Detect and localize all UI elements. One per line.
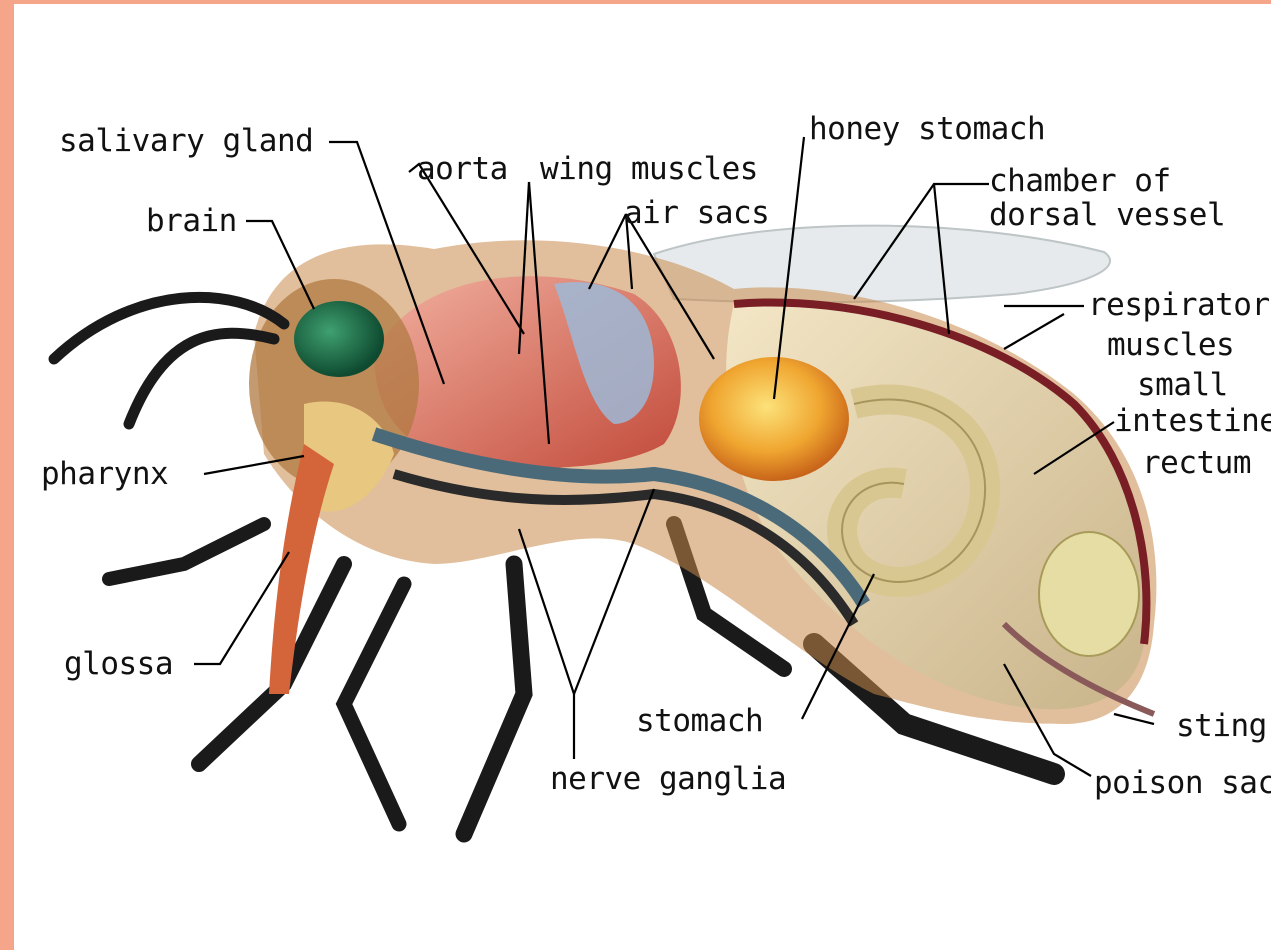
label-brain: brain <box>146 204 237 238</box>
label-salivary-gland: salivary gland <box>59 124 313 158</box>
antennae <box>54 297 284 424</box>
label-honey-stomach: honey stomach <box>809 112 1045 146</box>
label-muscles: muscles <box>1107 328 1234 362</box>
label-stomach: stomach <box>636 704 763 738</box>
label-dorsal-vessel: dorsal vessel <box>989 198 1225 232</box>
label-rectum: rectum <box>1142 446 1251 480</box>
rectum-organ <box>1039 532 1139 656</box>
label-pharynx: pharynx <box>41 457 168 491</box>
label-wing-muscles: wing muscles <box>540 152 758 186</box>
label-nerve-ganglia: nerve ganglia <box>550 762 786 796</box>
label-aorta: aorta <box>417 152 508 186</box>
label-poison-sac: poison sac <box>1094 766 1271 800</box>
label-chamber-of: chamber of <box>989 164 1171 198</box>
honey-stomach-organ <box>699 357 849 481</box>
diagram-frame: salivary gland brain pharynx glossa aort… <box>14 4 1271 950</box>
label-respiratory: respirator <box>1088 288 1270 322</box>
label-small: small <box>1137 368 1228 402</box>
label-glossa: glossa <box>64 647 173 681</box>
compound-eye <box>294 301 384 377</box>
label-air-sacs: air sacs <box>624 196 769 230</box>
label-sting: sting <box>1176 709 1267 743</box>
label-intestine: intestine <box>1114 404 1271 438</box>
